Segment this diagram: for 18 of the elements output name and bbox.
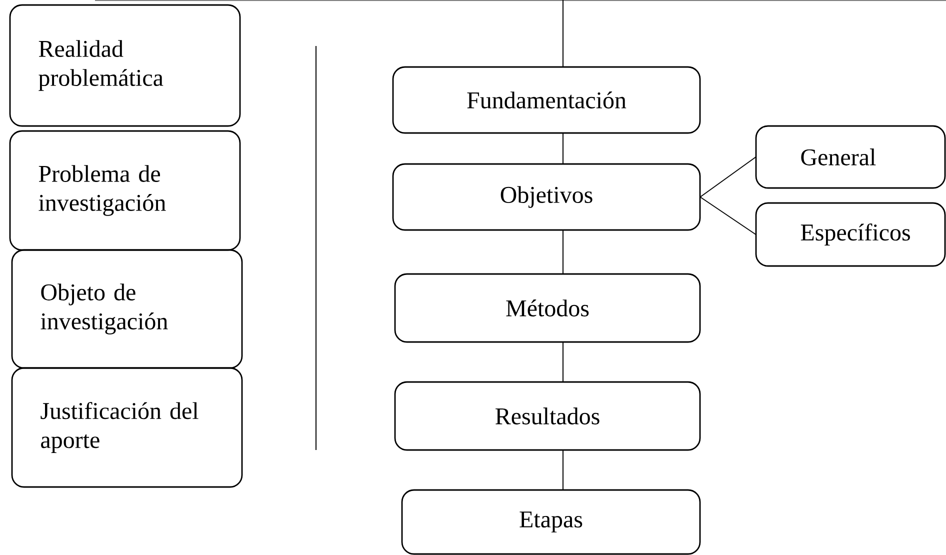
connector-line: [562, 230, 564, 274]
connector-line: [562, 132, 564, 164]
process-box: Realidad problemática: [9, 4, 241, 127]
process-box: Etapas: [401, 489, 701, 555]
connector-line: [700, 196, 756, 235]
process-box: Fundamentación: [392, 66, 701, 134]
process-box: Justificación del aporte: [11, 367, 243, 488]
process-box: Resultados: [394, 381, 701, 451]
process-box: Objeto de investigación: [11, 249, 243, 369]
process-box: General: [755, 125, 946, 189]
process-box: Específicos: [755, 202, 946, 267]
connector-line: [562, 0, 564, 68]
connector-line: [562, 342, 564, 382]
connector-line: [562, 450, 564, 490]
process-box: Objetivos: [392, 163, 701, 231]
connector-line: [700, 156, 756, 198]
process-box: Problema de investigación: [9, 130, 241, 251]
process-box: Métodos: [394, 273, 701, 343]
